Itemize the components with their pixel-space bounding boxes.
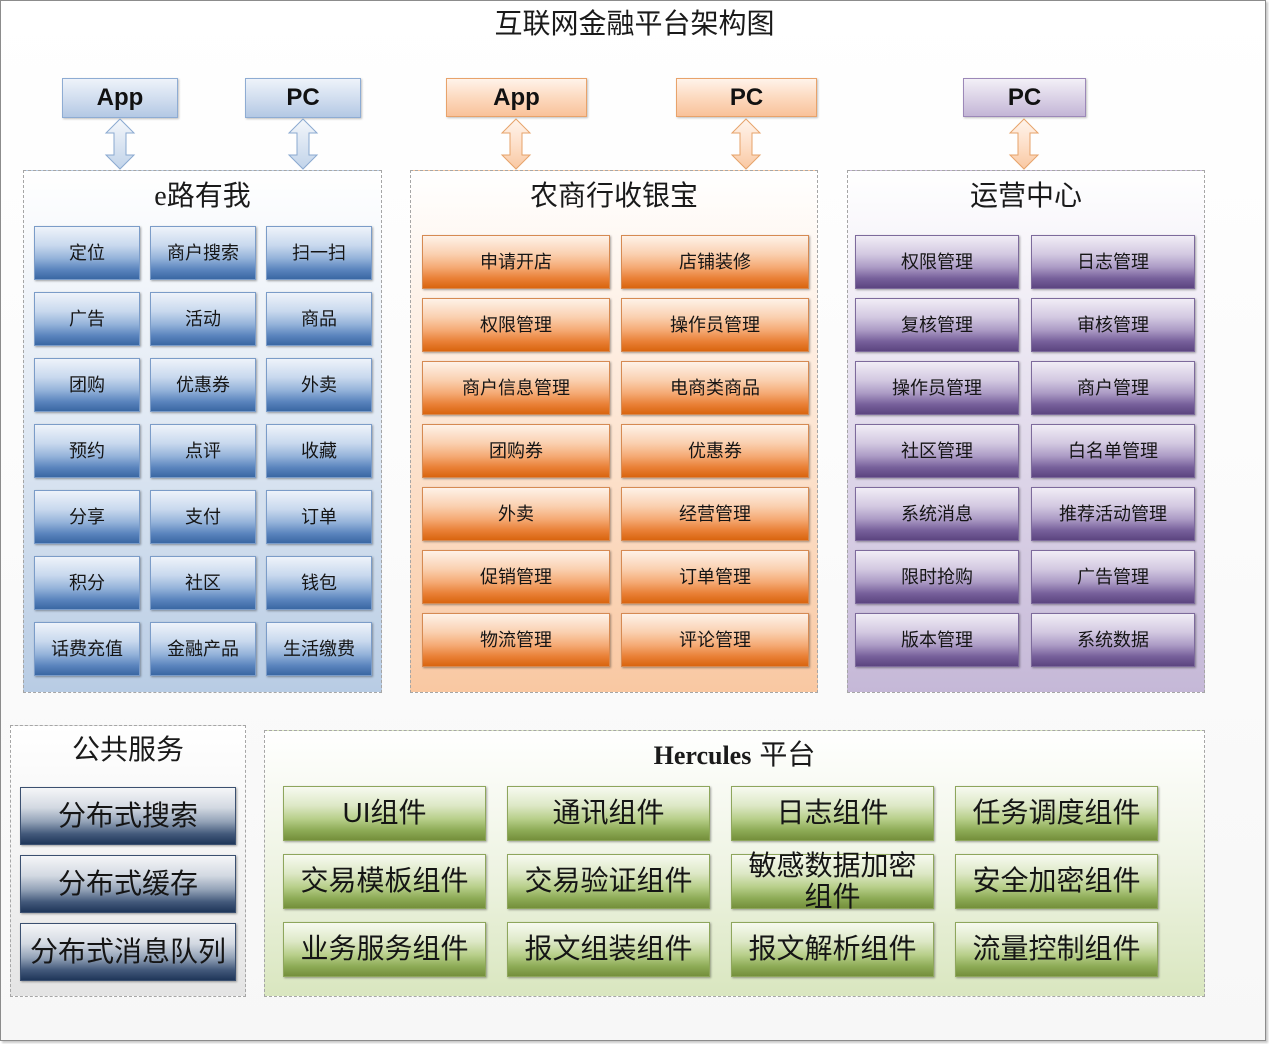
panel-title: 农商行收银宝 <box>529 181 698 212</box>
client-app-elu: App <box>62 78 178 118</box>
elu-module-box: 支付 <box>150 490 256 544</box>
public-service-box: 分布式缓存 <box>20 855 236 913</box>
elu-module-box: 积分 <box>34 556 140 610</box>
client-pc-shouyinbao: PC <box>676 78 817 117</box>
ops-module-box: 系统消息 <box>855 487 1019 541</box>
elu-module-box: 活动 <box>150 292 256 346</box>
panel-title: e路有我 <box>154 181 251 212</box>
hercules-component-box: 通讯组件 <box>507 786 710 841</box>
shouyinbao-module-box: 评论管理 <box>621 613 809 667</box>
panel-title: 运营中心 <box>969 181 1082 212</box>
hercules-component-box: 日志组件 <box>731 786 934 841</box>
elu-module-box: 社区 <box>150 556 256 610</box>
ops-module-box: 审核管理 <box>1031 298 1195 352</box>
elu-module-box: 商品 <box>266 292 372 346</box>
ops-module-box: 限时抢购 <box>855 550 1019 604</box>
hercules-component-grid: UI组件 通讯组件 日志组件 任务调度组件 交易模板组件 交易验证组件 敏感数据… <box>283 786 1158 977</box>
elu-module-box: 团购 <box>34 358 140 412</box>
shouyinbao-module-box: 权限管理 <box>422 298 610 352</box>
shouyinbao-module-box: 申请开店 <box>422 235 610 289</box>
public-service-box: 分布式消息队列 <box>20 923 236 981</box>
public-service-box: 分布式搜索 <box>20 787 236 845</box>
shouyinbao-module-box: 促销管理 <box>422 550 610 604</box>
hercules-component-box: 交易验证组件 <box>507 854 710 909</box>
hercules-component-box: 流量控制组件 <box>955 922 1158 977</box>
shouyinbao-module-box: 电商类商品 <box>621 361 809 415</box>
client-pc-elu: PC <box>245 78 361 118</box>
elu-module-box: 点评 <box>150 424 256 478</box>
double-arrow-icon <box>1008 118 1040 170</box>
shouyinbao-module-box: 优惠券 <box>621 424 809 478</box>
panel-shouyinbao: 农商行收银宝 申请开店 店铺装修 权限管理 操作员管理 商户信息管理 电商类商品… <box>410 170 818 693</box>
ops-module-box: 版本管理 <box>855 613 1019 667</box>
ops-module-box: 复核管理 <box>855 298 1019 352</box>
elu-module-box: 钱包 <box>266 556 372 610</box>
elu-module-box: 订单 <box>266 490 372 544</box>
ops-module-box: 权限管理 <box>855 235 1019 289</box>
client-app-shouyinbao: App <box>446 78 587 117</box>
platform-suffix: 平台 <box>759 740 816 771</box>
client-pc-ops: PC <box>963 78 1086 117</box>
elu-module-box: 分享 <box>34 490 140 544</box>
ops-module-box: 商户管理 <box>1031 361 1195 415</box>
panel-public-services: 公共服务 分布式搜索 分布式缓存 分布式消息队列 <box>10 725 246 997</box>
double-arrow-icon <box>730 118 762 170</box>
shouyinbao-module-box: 外卖 <box>422 487 610 541</box>
elu-module-grid: 定位 商户搜索 扫一扫 广告 活动 商品 团购 优惠券 外卖 预约 点评 收藏 … <box>34 226 372 676</box>
public-service-list: 分布式搜索 分布式缓存 分布式消息队列 <box>20 787 236 981</box>
elu-module-box: 优惠券 <box>150 358 256 412</box>
elu-module-box: 预约 <box>34 424 140 478</box>
shouyinbao-module-box: 商户信息管理 <box>422 361 610 415</box>
ops-module-box: 推荐活动管理 <box>1031 487 1195 541</box>
shouyinbao-module-box: 操作员管理 <box>621 298 809 352</box>
hercules-component-box: 敏感数据加密组件 <box>731 850 934 911</box>
elu-module-box: 收藏 <box>266 424 372 478</box>
hercules-component-box: 任务调度组件 <box>955 786 1158 841</box>
ops-module-box: 日志管理 <box>1031 235 1195 289</box>
elu-module-box: 扫一扫 <box>266 226 372 280</box>
hercules-component-box: UI组件 <box>283 786 486 841</box>
elu-module-box: 商户搜索 <box>150 226 256 280</box>
double-arrow-icon <box>500 118 532 170</box>
hercules-component-box: 报文组装组件 <box>507 922 710 977</box>
shouyinbao-module-grid: 申请开店 店铺装修 权限管理 操作员管理 商户信息管理 电商类商品 团购券 优惠… <box>422 235 809 667</box>
elu-module-box: 外卖 <box>266 358 372 412</box>
hercules-component-box: 报文解析组件 <box>731 922 934 977</box>
hercules-component-box: 业务服务组件 <box>283 922 486 977</box>
elu-module-box: 话费充值 <box>34 622 140 676</box>
panel-title: 公共服务 <box>71 735 184 766</box>
double-arrow-icon <box>287 118 319 170</box>
elu-module-box: 广告 <box>34 292 140 346</box>
panel-ops-center: 运营中心 权限管理 日志管理 复核管理 审核管理 操作员管理 商户管理 社区管理… <box>847 170 1205 693</box>
elu-module-box: 生活缴费 <box>266 622 372 676</box>
double-arrow-icon <box>104 118 136 170</box>
platform-name: Hercules <box>653 741 752 770</box>
shouyinbao-module-box: 订单管理 <box>621 550 809 604</box>
ops-module-box: 社区管理 <box>855 424 1019 478</box>
shouyinbao-module-box: 物流管理 <box>422 613 610 667</box>
shouyinbao-module-box: 经营管理 <box>621 487 809 541</box>
shouyinbao-module-box: 团购券 <box>422 424 610 478</box>
elu-module-box: 金融产品 <box>150 622 256 676</box>
ops-module-box: 广告管理 <box>1031 550 1195 604</box>
ops-module-box: 操作员管理 <box>855 361 1019 415</box>
shouyinbao-module-box: 店铺装修 <box>621 235 809 289</box>
hercules-component-box: 交易模板组件 <box>283 854 486 909</box>
panel-elu: e路有我 定位 商户搜索 扫一扫 广告 活动 商品 团购 优惠券 外卖 预约 点… <box>23 170 382 693</box>
ops-module-box: 系统数据 <box>1031 613 1195 667</box>
ops-module-grid: 权限管理 日志管理 复核管理 审核管理 操作员管理 商户管理 社区管理 白名单管… <box>855 235 1195 667</box>
hercules-component-box: 安全加密组件 <box>955 854 1158 909</box>
diagram-title: 互联网金融平台架构图 <box>494 9 775 40</box>
ops-module-box: 白名单管理 <box>1031 424 1195 478</box>
elu-module-box: 定位 <box>34 226 140 280</box>
